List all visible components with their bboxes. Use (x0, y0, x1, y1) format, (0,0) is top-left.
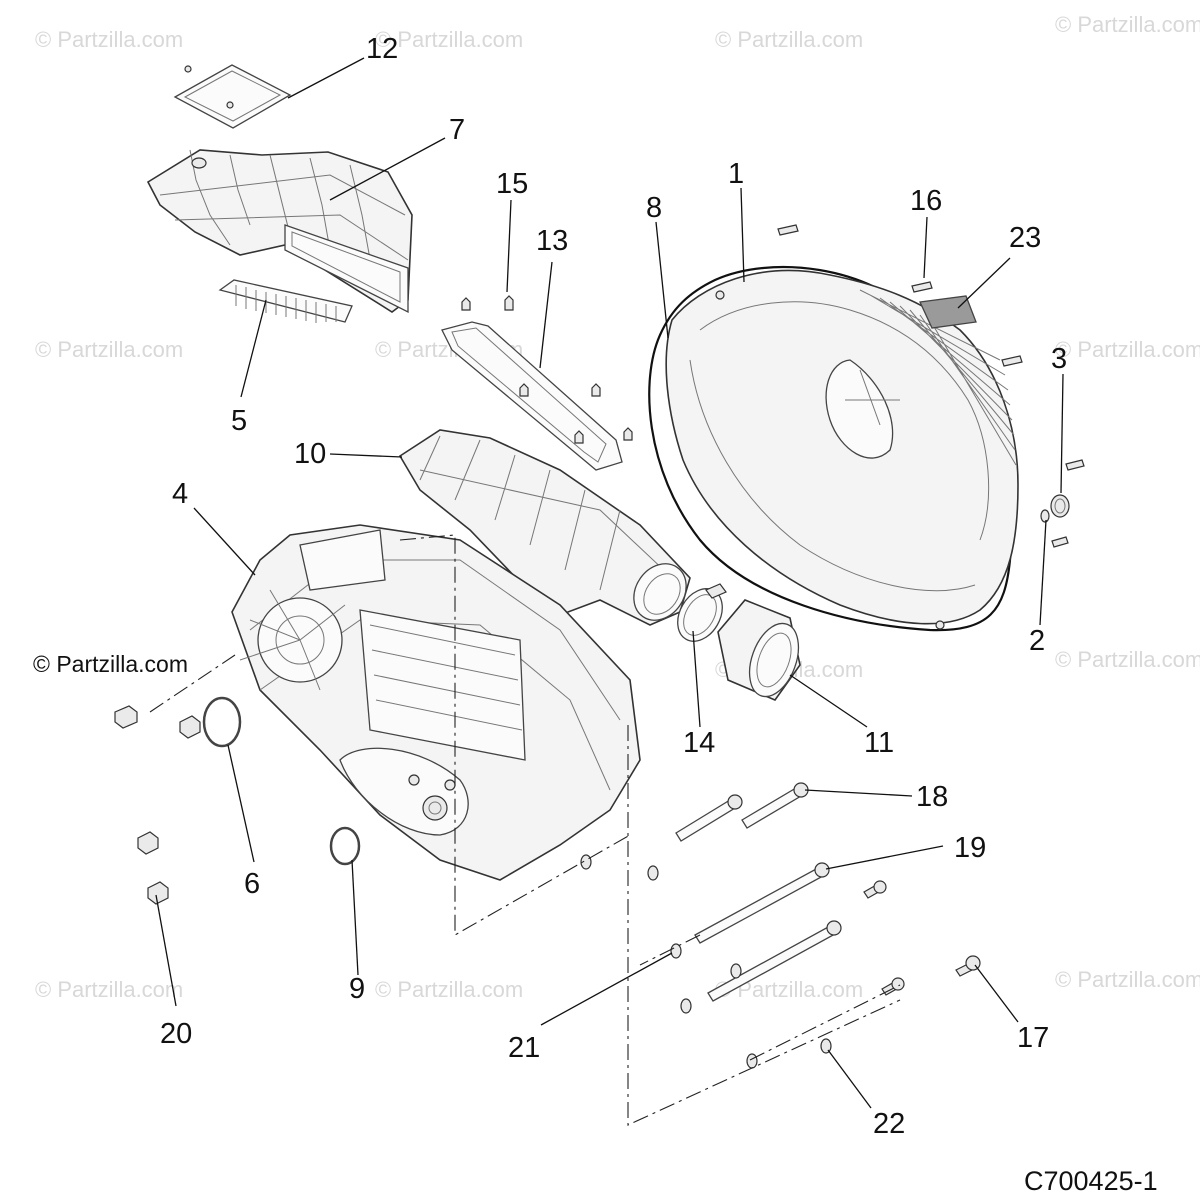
part-1-outer-cover (665, 269, 1019, 630)
part-4-inner-cover (231, 524, 641, 881)
callout-8: 8 (646, 192, 662, 224)
watermark: © Partzilla.com (1055, 12, 1200, 37)
callout-10: 10 (294, 438, 326, 470)
washers-21-22 (580, 854, 832, 1069)
callout-4: 4 (172, 478, 188, 510)
callout-20: 20 (160, 1018, 192, 1050)
callout-21: 21 (508, 1032, 540, 1064)
watermark: © Partzilla.com (1055, 967, 1200, 992)
callout-labels: 1 2 3 4 5 6 7 8 9 10 11 12 13 14 15 16 1… (160, 33, 1067, 1140)
part-6-o-ring (202, 696, 242, 748)
part-12-cover-plate (173, 64, 292, 129)
watermark: © Partzilla.com (35, 27, 183, 52)
part-7-intake-duct (146, 149, 413, 314)
callout-23: 23 (1009, 222, 1041, 254)
part-10-inner-duct (398, 429, 691, 626)
callout-1: 1 (728, 158, 744, 190)
callout-7: 7 (449, 114, 465, 146)
callout-9: 9 (349, 973, 365, 1005)
watermark-dark: © Partzilla.com (33, 651, 188, 677)
callout-15: 15 (496, 168, 528, 200)
callout-22: 22 (873, 1108, 905, 1140)
watermark: © Partzilla.com (715, 27, 863, 52)
callout-14: 14 (683, 727, 715, 759)
part-9-o-ring (329, 826, 361, 866)
callout-17: 17 (1017, 1022, 1049, 1054)
callout-3: 3 (1051, 343, 1067, 375)
callout-2: 2 (1029, 625, 1045, 657)
part-2-washer (1040, 509, 1050, 523)
watermark: © Partzilla.com (1055, 647, 1200, 672)
watermark: © Partzilla.com (35, 337, 183, 362)
watermark: © Partzilla.com (375, 977, 523, 1002)
callout-5: 5 (231, 405, 247, 437)
screws-1 (777, 224, 1085, 548)
callout-6: 6 (244, 868, 260, 900)
callout-12: 12 (366, 33, 398, 65)
watermark: © Partzilla.com (1055, 337, 1200, 362)
callout-16: 16 (910, 185, 942, 217)
watermark: © Partzilla.com (35, 977, 183, 1002)
watermark: © Partzilla.com (375, 27, 523, 52)
part-14-clamp (677, 583, 727, 642)
callout-18: 18 (916, 781, 948, 813)
part-3-plug (1050, 494, 1070, 518)
screws-15 (461, 295, 633, 444)
part-20-plugs (114, 705, 201, 905)
callout-13: 13 (536, 225, 568, 257)
callout-11: 11 (864, 727, 894, 759)
part-11-boot (717, 599, 801, 701)
drawing-code: C700425-1 (1024, 1166, 1158, 1196)
part-18-19-bolts (675, 782, 905, 1002)
callout-19: 19 (954, 832, 986, 864)
alignment-lines (149, 534, 901, 1126)
part-5-screen (218, 279, 353, 323)
leader-lines (155, 57, 1064, 1109)
